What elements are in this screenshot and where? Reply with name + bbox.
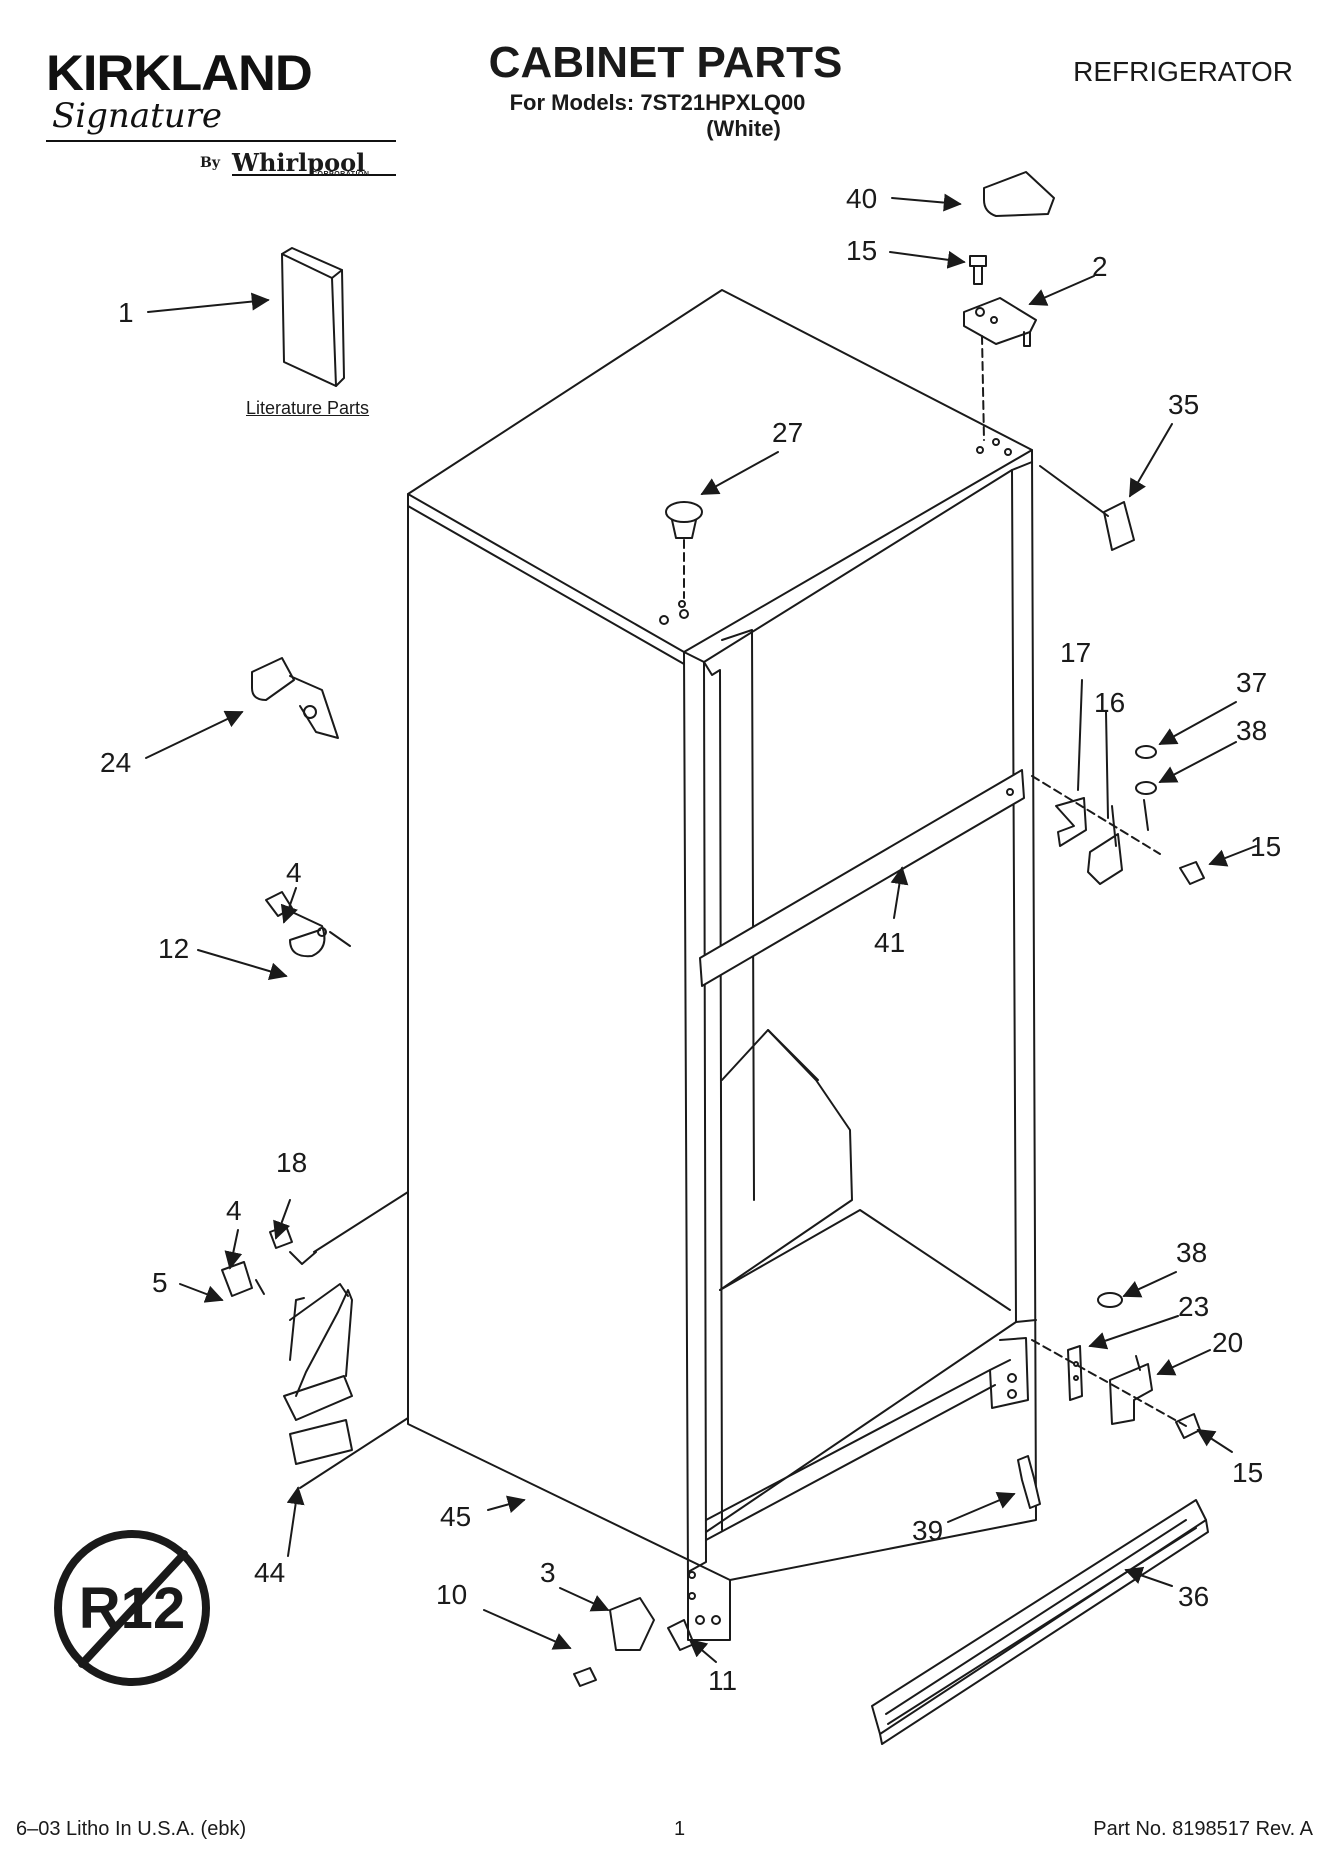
callout-3: 3 (540, 1557, 556, 1588)
door-stop-parts (573, 1597, 695, 1687)
callout-15-top: 15 (846, 235, 877, 266)
callout-23: 23 (1178, 1291, 1209, 1322)
page-number: 1 (673, 1818, 686, 1840)
callout-1: 1 (118, 297, 134, 328)
kirkland-logo-word: KIRKLAND (46, 45, 313, 101)
callout-44: 44 (254, 1557, 285, 1588)
leveling-leg (251, 657, 339, 739)
callout-numbers: 1 2 3 4 4 5 10 11 12 15 15 15 16 17 18 2… (100, 183, 1281, 1696)
callout-15-bottom: 15 (1232, 1457, 1263, 1488)
callout-38-upper: 38 (1236, 715, 1267, 746)
r12-badge-text: R12 (79, 1576, 185, 1641)
no-r12-badge: R12 (54, 1530, 210, 1686)
part-number: Part No. 8198517 Rev. A (1093, 1818, 1313, 1840)
callout-4-lower: 4 (226, 1195, 242, 1226)
footer-print-info: 6–03 Litho In U.S.A. (ebk) (16, 1818, 247, 1840)
callout-41: 41 (874, 927, 905, 958)
callout-37: 37 (1236, 667, 1267, 698)
corporation-text: CORPORATION (312, 171, 370, 178)
bottom-hinge-assembly (1031, 1292, 1201, 1439)
whirlpool-logo-rule (232, 174, 396, 176)
logo-rule (46, 140, 396, 142)
callout-4-upper: 4 (286, 857, 302, 888)
cabinet-shell (407, 289, 1037, 1641)
callout-5: 5 (152, 1267, 168, 1298)
callout-17: 17 (1060, 637, 1091, 668)
callout-36: 36 (1178, 1581, 1209, 1612)
door-handle-assembly (221, 1191, 409, 1489)
top-clip (1103, 501, 1135, 551)
model-color: (White) (706, 116, 781, 141)
top-hinge (963, 297, 1037, 345)
callout-45: 45 (440, 1501, 471, 1532)
whirlpool-logo: Whirlpool (232, 148, 366, 177)
callout-24: 24 (100, 747, 131, 778)
center-hinge-assembly (1031, 745, 1205, 885)
callout-38-lower: 38 (1176, 1237, 1207, 1268)
literature-parts-booklet (281, 253, 337, 387)
top-plug (665, 501, 703, 523)
literature-parts-label: Literature Parts (246, 398, 370, 418)
page-title: CABINET PARTS (488, 38, 843, 87)
callout-20: 20 (1212, 1327, 1243, 1358)
signature-logo-script: Signature (52, 96, 223, 136)
callout-18: 18 (276, 1147, 307, 1178)
callout-39: 39 (912, 1515, 943, 1546)
hinge-screw-top (969, 255, 987, 285)
leader-lines (145, 193, 1257, 1663)
logo-by-text: By (200, 155, 220, 171)
divider-trim-strip (699, 769, 1025, 987)
callout-15-middle: 15 (1250, 831, 1281, 862)
callout-2: 2 (1092, 251, 1108, 282)
callout-35: 35 (1168, 389, 1199, 420)
callout-12: 12 (158, 933, 189, 964)
hinge-cover (983, 171, 1055, 217)
cord-clip (265, 891, 351, 958)
callout-11: 11 (708, 1665, 737, 1696)
model-number: For Models: 7ST21HPXLQ00 (509, 90, 806, 115)
callout-27: 27 (772, 417, 803, 448)
toe-grille (871, 1499, 1209, 1745)
product-type: REFRIGERATOR (1073, 56, 1293, 87)
callout-10: 10 (436, 1579, 467, 1610)
callout-16: 16 (1094, 687, 1125, 718)
grille-clip (1017, 1455, 1041, 1509)
callout-40: 40 (846, 183, 877, 214)
